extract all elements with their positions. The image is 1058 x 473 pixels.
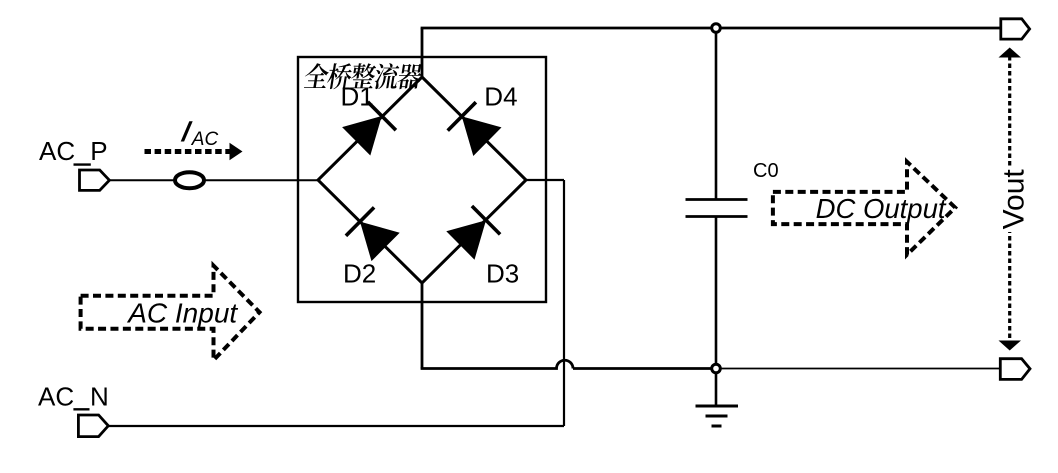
svg-text:N: N xyxy=(90,382,109,412)
svg-text:P: P xyxy=(90,136,107,166)
svg-text:D3: D3 xyxy=(486,259,519,289)
svg-text:D1: D1 xyxy=(341,82,374,112)
svg-text:C0: C0 xyxy=(753,160,779,182)
svg-text:D4: D4 xyxy=(484,82,517,112)
svg-text:AC: AC xyxy=(38,382,74,412)
svg-text:DC Output: DC Output xyxy=(816,193,947,224)
svg-text:D2: D2 xyxy=(343,259,376,289)
svg-text:AC: AC xyxy=(191,129,219,150)
svg-text:AC Input: AC Input xyxy=(126,298,238,329)
svg-text:AC: AC xyxy=(39,136,75,166)
svg-text:Vout: Vout xyxy=(998,169,1031,230)
